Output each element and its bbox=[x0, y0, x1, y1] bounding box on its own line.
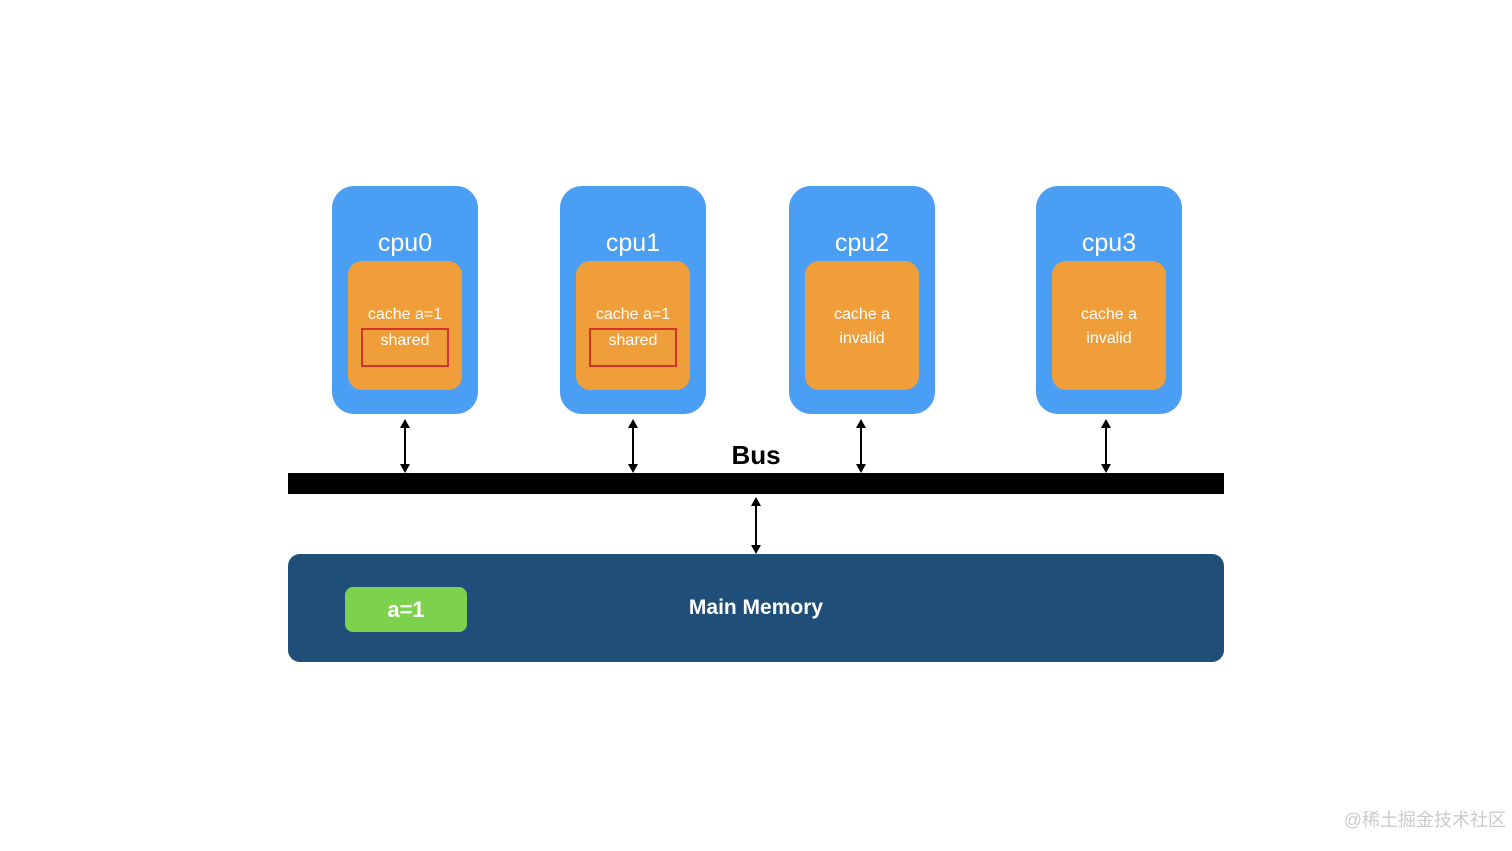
memory-value-box: a=1 bbox=[345, 587, 467, 632]
cache-box-2: cache a invalid bbox=[805, 261, 919, 390]
cpu-box-3: cpu3 cache a invalid bbox=[1036, 186, 1182, 414]
cpu3-bus-arrow bbox=[1101, 419, 1111, 473]
bus-memory-arrow bbox=[751, 497, 761, 554]
cache-value: cache a=1 bbox=[595, 306, 671, 323]
bus-bar bbox=[288, 473, 1224, 494]
cpu0-bus-arrow bbox=[400, 419, 410, 473]
cache-box-0: cache a=1 shared bbox=[348, 261, 462, 390]
cpu-box-1: cpu1 cache a=1 shared bbox=[560, 186, 706, 414]
watermark: @稀土掘金技术社区 bbox=[1343, 810, 1506, 830]
cache-value: cache a=1 bbox=[367, 306, 443, 323]
cpu-label: cpu2 bbox=[834, 229, 890, 257]
cache-state: shared bbox=[608, 332, 658, 349]
cpu1-bus-arrow bbox=[628, 419, 638, 473]
cache-box-3: cache a invalid bbox=[1052, 261, 1166, 390]
cpu-label: cpu0 bbox=[377, 229, 433, 257]
cache-state: shared bbox=[380, 332, 430, 349]
cache-state: invalid bbox=[1086, 330, 1132, 347]
cache-box-1: cache a=1 shared bbox=[576, 261, 690, 390]
cache-state-highlight-box: shared bbox=[589, 328, 677, 367]
cache-state: invalid bbox=[839, 330, 885, 347]
cache-state-box: invalid bbox=[1065, 328, 1153, 367]
cpu-box-0: cpu0 cache a=1 shared bbox=[332, 186, 478, 414]
cache-state-highlight-box: shared bbox=[361, 328, 449, 367]
main-memory-box: Main Memory a=1 bbox=[288, 554, 1224, 662]
cache-value: cache a bbox=[1080, 306, 1138, 323]
cache-state-box: invalid bbox=[818, 328, 906, 367]
cpu-box-2: cpu2 cache a invalid bbox=[789, 186, 935, 414]
cpu2-bus-arrow bbox=[856, 419, 866, 473]
main-memory-label: Main Memory bbox=[688, 596, 824, 619]
cpu-label: cpu1 bbox=[605, 229, 661, 257]
cache-value: cache a bbox=[833, 306, 891, 323]
bus-label: Bus bbox=[731, 440, 781, 470]
cpu-label: cpu3 bbox=[1081, 229, 1137, 257]
